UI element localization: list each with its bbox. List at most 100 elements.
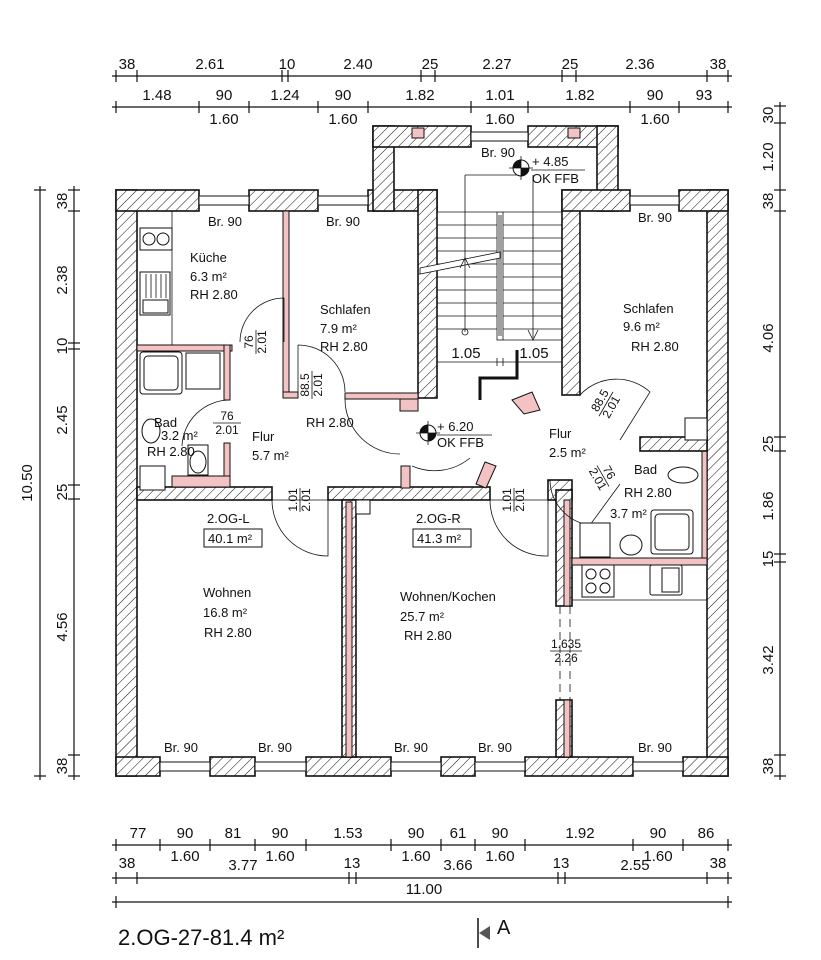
window-label: Br. 90 bbox=[258, 740, 292, 755]
dim-label: 90 bbox=[647, 87, 664, 104]
level-marker: + 4.85 OK FFB bbox=[509, 154, 585, 186]
kitchen-left-fixtures bbox=[137, 210, 173, 345]
unit-name: 2.OG-R bbox=[416, 511, 461, 526]
dim-label: 1.60 bbox=[401, 848, 430, 865]
dim-label: 25 bbox=[54, 484, 71, 501]
unit-name: 2.OG-L bbox=[207, 511, 250, 526]
room-area: 3.7 m² bbox=[610, 506, 648, 521]
dim-label: 13 bbox=[344, 855, 361, 872]
room-flur-left: Flur 5.7 m² RH 2.80 bbox=[252, 415, 354, 463]
dim-label: 77 bbox=[130, 825, 147, 842]
svg-text:76: 76 bbox=[600, 463, 619, 482]
window-label: Br. 90 bbox=[478, 740, 512, 755]
dim-label: 1.82 bbox=[565, 87, 594, 104]
dim-label: 93 bbox=[696, 87, 713, 104]
door-label: 762.01 bbox=[213, 409, 241, 437]
room-height: RH 2.80 bbox=[320, 339, 368, 354]
dim-label: 38 bbox=[54, 193, 71, 210]
room-name: Wohnen/Kochen bbox=[400, 589, 496, 604]
bathroom-left-fixtures bbox=[139, 351, 221, 476]
dim-label: 30 bbox=[760, 107, 777, 124]
dim-label: 2.45 bbox=[54, 405, 71, 434]
dim-label: 81 bbox=[225, 825, 242, 842]
dim-label: 2.40 bbox=[343, 56, 372, 73]
dim-label: 1.60 bbox=[265, 848, 294, 865]
unit-left: 2.OG-L 40.1 m² bbox=[203, 511, 263, 548]
unit-area: 41.3 m² bbox=[417, 531, 462, 546]
dim-label: 1.60 bbox=[640, 111, 669, 128]
bottom-dimension-chain: 77 90 81 90 1.53 90 61 90 1.92 90 86 1.6… bbox=[112, 825, 732, 908]
dim-label: 2.61 bbox=[195, 56, 224, 73]
dim-label: 3.77 bbox=[228, 857, 257, 874]
dim-label: 90 bbox=[335, 87, 352, 104]
dim-label: 1.92 bbox=[565, 825, 594, 842]
dim-label: 10 bbox=[54, 338, 71, 355]
window-label: Br. 90 bbox=[638, 740, 672, 755]
room-height: RH 2.80 bbox=[631, 339, 679, 354]
unit-right: 2.OG-R 41.3 m² bbox=[412, 511, 472, 548]
dim-label: 38 bbox=[119, 855, 136, 872]
dim-label: 38 bbox=[760, 758, 777, 775]
window-label: Br. 90 bbox=[638, 210, 672, 225]
dim-label: 90 bbox=[216, 87, 233, 104]
svg-text:2.01: 2.01 bbox=[255, 330, 269, 354]
dim-label: 4.56 bbox=[54, 612, 71, 641]
room-flur-right: Flur 2.5 m² bbox=[549, 426, 587, 460]
dim-label: 90 bbox=[177, 825, 194, 842]
dim-label: 61 bbox=[450, 825, 467, 842]
svg-text:1.01: 1.01 bbox=[286, 488, 300, 512]
room-height: RH 2.80 bbox=[306, 415, 354, 430]
interior-walls bbox=[136, 210, 708, 758]
dim-label: 10.50 bbox=[19, 464, 36, 502]
room-height: RH 2.80 bbox=[204, 625, 252, 640]
room-area: 9.6 m² bbox=[623, 319, 661, 334]
stair-dim: 1.05 bbox=[519, 345, 548, 362]
dim-label: 1.53 bbox=[333, 825, 362, 842]
section-arrow-icon bbox=[479, 926, 490, 940]
svg-text:1.01: 1.01 bbox=[500, 488, 514, 512]
room-kueche: Küche 6.3 m² RH 2.80 bbox=[190, 250, 238, 302]
level-marker: + 6.20 OK FFB bbox=[416, 419, 492, 450]
room-bad-right: Bad 3.7 m² RH 2.80 bbox=[610, 462, 672, 521]
door-label: 88.52.01 bbox=[588, 387, 623, 421]
dim-label: 25 bbox=[422, 56, 439, 73]
dim-label: 1.60 bbox=[643, 848, 672, 865]
dim-label: 38 bbox=[710, 56, 727, 73]
door-label: 762.01 bbox=[586, 463, 619, 493]
room-wohnen-kochen: Wohnen/Kochen 25.7 m² RH 2.80 bbox=[400, 589, 496, 643]
stair-dim: 1.05 bbox=[451, 345, 480, 362]
dim-label: 10 bbox=[279, 56, 296, 73]
level-value: + 6.20 bbox=[437, 419, 474, 434]
svg-text:2.01: 2.01 bbox=[215, 423, 239, 437]
svg-text:2.01: 2.01 bbox=[311, 373, 325, 397]
room-wohnen: Wohnen 16.8 m² RH 2.80 bbox=[203, 585, 252, 640]
room-height: RH 2.80 bbox=[404, 628, 452, 643]
window-label: Br. 90 bbox=[394, 740, 428, 755]
dim-label: 2.38 bbox=[54, 265, 71, 294]
room-name: Flur bbox=[252, 429, 275, 444]
dim-label: 86 bbox=[698, 825, 715, 842]
room-height: RH 2.80 bbox=[147, 444, 195, 459]
room-schlafen-left: Schlafen 7.9 m² RH 2.80 bbox=[320, 302, 371, 354]
window-label: Br. 90 bbox=[208, 214, 242, 229]
dim-label: 1.60 bbox=[485, 111, 514, 128]
svg-text:76: 76 bbox=[220, 409, 234, 423]
dim-label: 2.55 bbox=[620, 857, 649, 874]
door-swings bbox=[181, 297, 651, 700]
dim-label: 3.42 bbox=[760, 645, 777, 674]
room-name: Schlafen bbox=[623, 301, 674, 316]
kitchen-right-fixtures bbox=[572, 564, 707, 601]
dim-label: 1.60 bbox=[170, 848, 199, 865]
level-ref: OK FFB bbox=[437, 435, 484, 450]
bathroom-right-fixtures bbox=[579, 466, 699, 558]
room-area: 25.7 m² bbox=[400, 609, 445, 624]
dim-label: 3.66 bbox=[443, 857, 472, 874]
dim-label: 4.06 bbox=[760, 323, 777, 352]
right-dimension-chain: 30 1.20 38 4.06 25 1.86 15 3.42 38 bbox=[760, 102, 786, 780]
dim-label: 11.00 bbox=[406, 881, 442, 898]
svg-text:2.26: 2.26 bbox=[554, 651, 578, 665]
